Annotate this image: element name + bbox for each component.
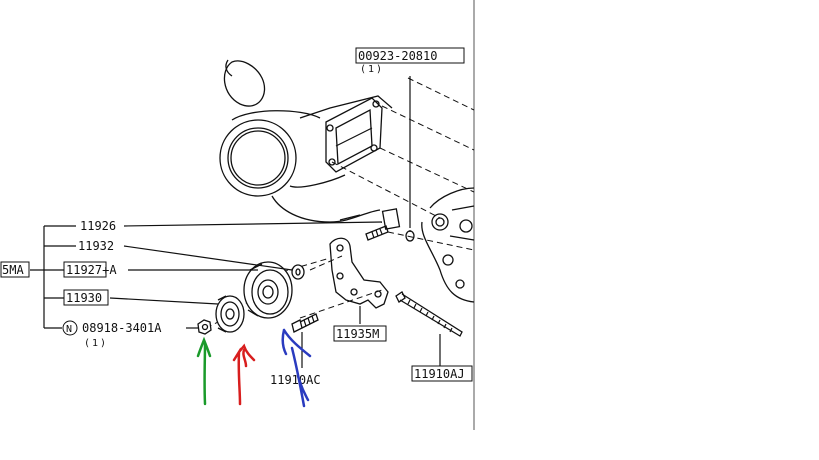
label-11935m: 11935M: [336, 327, 379, 341]
label-11930-box: [63, 289, 109, 306]
label-08918-qty: (1): [84, 338, 108, 349]
green-annotation-arrow: [196, 336, 212, 406]
label-08918: 08918-3401A: [82, 321, 162, 335]
label-11927-box: [63, 261, 107, 278]
label-11910ac: 11910AC: [270, 373, 321, 387]
label-11910aj: 11910AJ: [414, 367, 465, 381]
bolt-11926: [365, 208, 415, 242]
label-11930: 11930: [66, 291, 102, 305]
bracket-11935m: [329, 237, 389, 309]
label-11926: 11926: [80, 219, 116, 233]
engine-block-outline: [219, 59, 393, 223]
label-side-cut: 5MA: [2, 263, 24, 277]
callout-lines: [30, 76, 441, 368]
label-11910aj-box: [411, 365, 473, 382]
label-11932: 11932: [78, 239, 114, 253]
label-08918-prefix: N: [66, 324, 72, 335]
label-side-cut-box: [0, 261, 30, 278]
engine-housing-right: [421, 187, 475, 303]
label-ref-top-qty: (1): [360, 64, 384, 75]
label-11927: 11927+A: [66, 263, 117, 277]
gasket-plate: [325, 97, 383, 173]
washer-11932: [291, 264, 305, 280]
bolt-11910ac: [291, 313, 319, 333]
label-11935m-box: [333, 325, 387, 342]
pulley-11930: [215, 295, 245, 333]
red-annotation-arrow: [232, 343, 256, 406]
blue-annotation-arrow: [281, 328, 312, 408]
bolt-11910aj: [395, 291, 463, 337]
label-ref-top-box: [355, 47, 465, 64]
label-08918-prefix-circle: [62, 320, 78, 336]
nut-08918: [197, 319, 212, 335]
label-ref-top: 00923-20810: [358, 49, 437, 63]
idler-pulley-11927: [243, 261, 293, 319]
